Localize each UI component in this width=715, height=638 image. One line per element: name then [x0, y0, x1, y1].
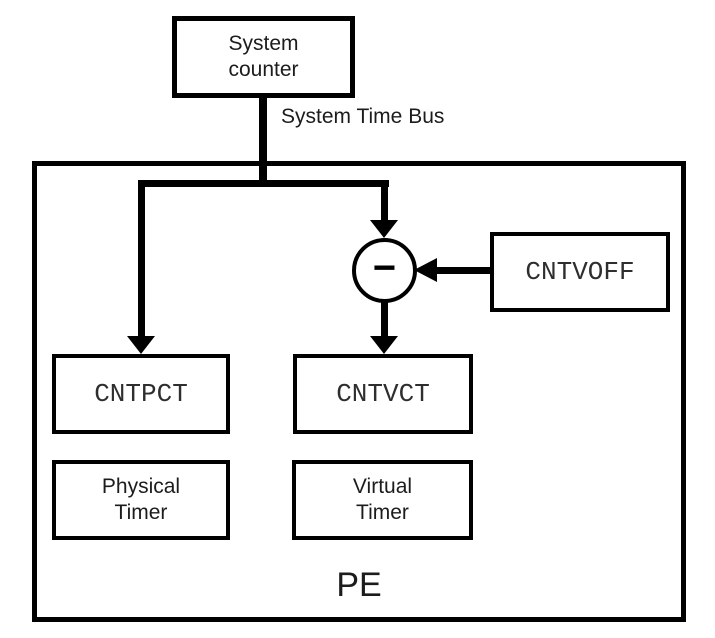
line-to-subtractor	[381, 180, 388, 221]
cntvct-box: CNTVCT	[293, 354, 473, 434]
system-time-bus-line	[259, 96, 267, 185]
physical-timer-box: Physical Timer	[52, 460, 230, 540]
cntvoff-box: CNTVOFF	[490, 232, 670, 312]
system-counter-box: System counter	[172, 16, 355, 98]
cntpct-box: CNTPCT	[52, 354, 230, 434]
cntvoff-arrow-line	[434, 267, 490, 274]
arrowhead-to-cntpct	[127, 336, 155, 354]
arrowhead-to-cntvct	[370, 336, 398, 354]
cntvoff-label: CNTVOFF	[525, 257, 635, 287]
pe-box	[32, 161, 686, 622]
physical-timer-label: Physical Timer	[101, 474, 181, 524]
virtual-timer-box: Virtual Timer	[292, 460, 473, 540]
cntvct-label: CNTVCT	[336, 379, 430, 409]
minus-sign: −	[372, 245, 397, 290]
branch-line	[138, 180, 389, 187]
subtractor-circle: −	[352, 238, 417, 303]
pe-label: PE	[336, 566, 382, 604]
line-to-cntpct	[138, 180, 145, 337]
line-to-cntvct	[381, 300, 388, 338]
virtual-timer-label: Virtual Timer	[352, 474, 413, 524]
arrowhead-to-subtractor	[370, 220, 398, 238]
system-time-bus-label: System Time Bus	[281, 105, 445, 128]
arrowhead-from-cntvoff	[414, 258, 437, 282]
system-counter-label: System counter	[228, 31, 299, 81]
cntpct-label: CNTPCT	[94, 379, 188, 409]
